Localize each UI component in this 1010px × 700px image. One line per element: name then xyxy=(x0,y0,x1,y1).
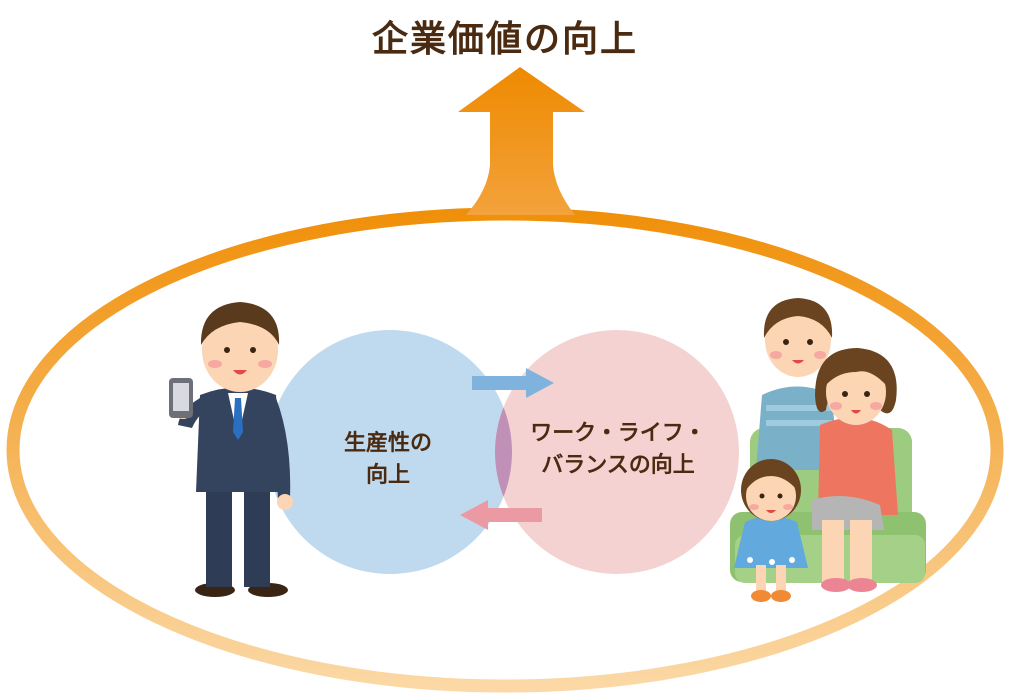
productivity-label-line2: 向上 xyxy=(365,463,410,488)
work-life-balance-label-line1: ワーク・ライフ・ xyxy=(530,421,706,446)
work-life-balance-label-line2: バランスの向上 xyxy=(541,453,695,478)
left-arrow xyxy=(460,500,542,530)
productivity-label-line1: 生産性の xyxy=(343,431,432,456)
businessman-illustration xyxy=(169,302,293,597)
productivity-label: 生産性の 向上 xyxy=(300,428,476,492)
productivity-circle xyxy=(268,330,512,574)
page-title: 企業価値の向上 xyxy=(371,19,638,60)
right-arrow xyxy=(472,368,554,398)
work-life-balance-label: ワーク・ライフ・ バランスの向上 xyxy=(500,418,736,482)
up-arrow xyxy=(458,67,585,215)
work-life-balance-circle xyxy=(495,330,739,574)
family-illustration xyxy=(730,298,926,602)
